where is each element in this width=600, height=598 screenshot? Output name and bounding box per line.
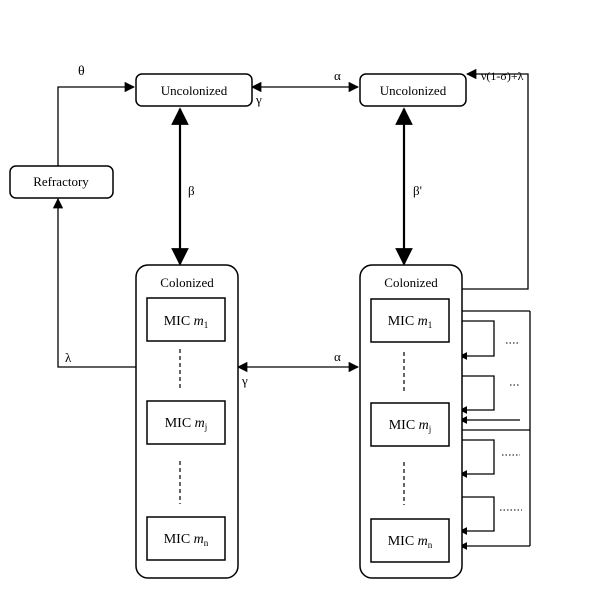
mic-label: MIC mn [388,534,433,550]
gamma-top-label: γ [255,92,262,107]
mic-label: MIC mj [165,416,208,432]
mic-box-left-1: MIC m1 [146,297,226,342]
mic-transition-loops [449,310,531,550]
mic-box-right-j: MIC mj [370,402,450,447]
beta-right-label: β' [413,183,422,198]
refractory-node: Refractory [9,165,114,199]
mic-label: MIC m1 [164,314,209,330]
colonized-left-label: Colonized [160,275,214,290]
lambda-label: λ [65,350,72,365]
mic-label: MIC m1 [388,314,433,330]
mic-label: MIC mn [164,532,209,548]
nu-rate-label: ν(1-σ)+λ [481,69,524,83]
uncolonized-left-node: Uncolonized [135,73,253,107]
alpha-top-label: α [334,68,341,83]
refractory-label: Refractory [33,174,89,189]
uncolonized-right-node: Uncolonized [359,73,467,107]
lambda-arrow [52,197,136,368]
theta-arrow [57,81,136,166]
beta-left-label: β [188,183,195,198]
mic-box-left-n: MIC mn [146,516,226,561]
uncolonized-left-label: Uncolonized [161,83,228,98]
uncolonized-right-label: Uncolonized [380,83,447,98]
mic-box-right-1: MIC m1 [370,298,450,343]
colonized-right-label: Colonized [384,275,438,290]
mic-label: MIC mj [389,418,432,434]
alpha-mid-label: α [334,349,341,364]
gamma-mid-label: γ [241,373,248,388]
theta-label: θ [78,64,85,79]
nu-rate-arrow [462,68,529,290]
mic-box-right-n: MIC mn [370,518,450,563]
mic-box-left-j: MIC mj [146,400,226,445]
